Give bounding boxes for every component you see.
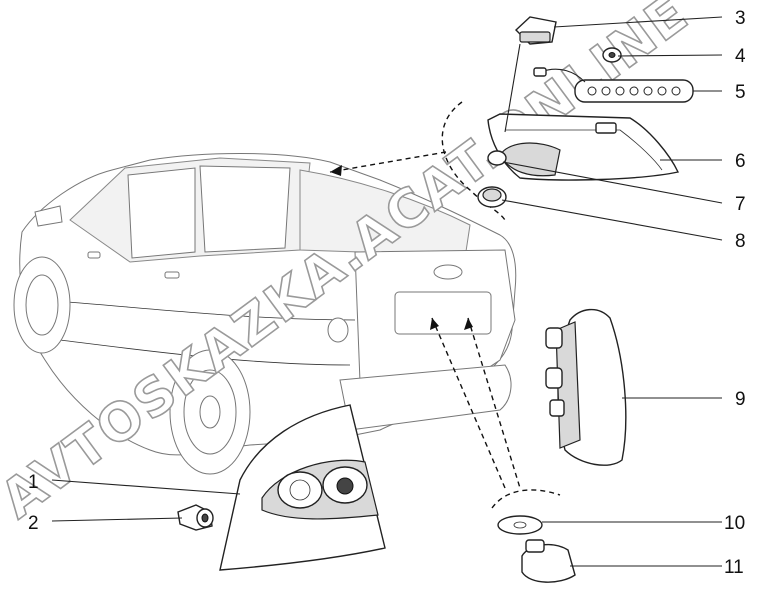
dashed-leaders xyxy=(329,101,561,509)
callout-3: 3 xyxy=(735,8,746,29)
car-illustration xyxy=(13,153,517,475)
callout-6: 6 xyxy=(735,151,746,172)
part-rear-lamp-right xyxy=(545,308,627,466)
callout-lines xyxy=(51,16,723,567)
part-plug xyxy=(477,186,507,208)
part-gasket xyxy=(497,515,543,535)
callout-11: 11 xyxy=(724,557,744,578)
callout-1: 1 xyxy=(28,472,39,493)
part-lamp-socket xyxy=(177,504,214,531)
callout-10: 10 xyxy=(724,513,745,534)
part-grommet xyxy=(487,150,507,166)
callout-labels: 1 2 3 4 5 6 7 8 9 10 11 xyxy=(28,8,746,578)
callout-4: 4 xyxy=(735,46,746,67)
callout-2: 2 xyxy=(28,513,39,534)
callout-8: 8 xyxy=(735,231,746,252)
arrow-right-plate xyxy=(464,318,473,330)
part-nut xyxy=(602,47,622,63)
arrow-to-car xyxy=(330,165,342,176)
callout-7: 7 xyxy=(735,194,746,215)
part-plate-light xyxy=(514,16,557,45)
part-lamp-holder xyxy=(521,539,576,583)
callout-9: 9 xyxy=(735,389,746,410)
part-rear-lamp-left xyxy=(219,404,386,571)
arrow-left-plate xyxy=(430,318,439,330)
callout-5: 5 xyxy=(735,82,746,103)
part-spoiler xyxy=(487,113,680,181)
